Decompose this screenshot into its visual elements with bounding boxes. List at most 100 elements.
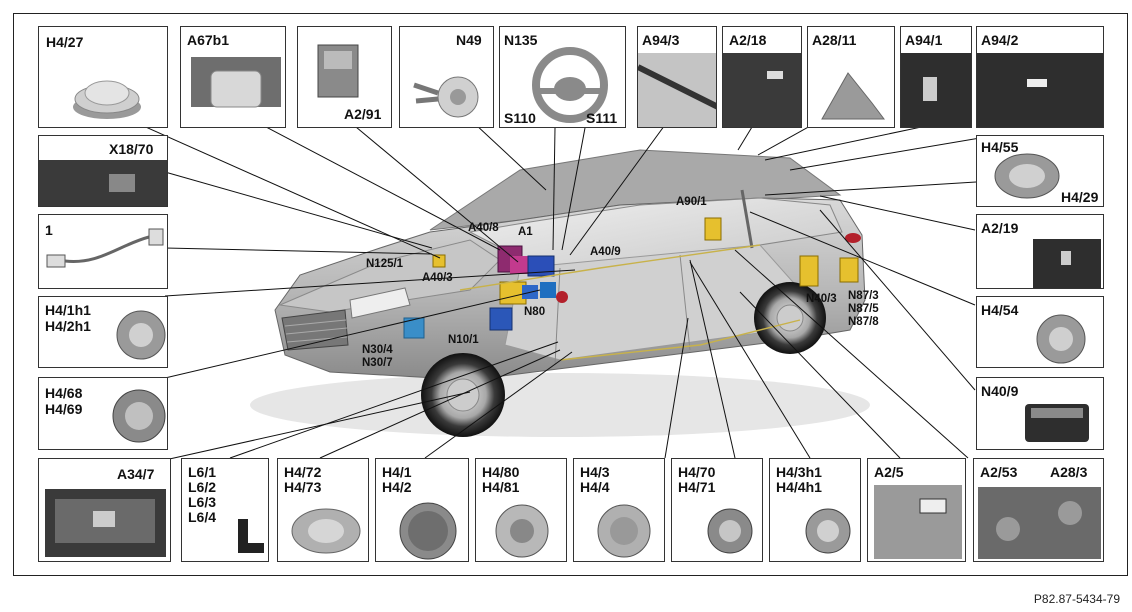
label-n10-1: N10/1 <box>448 334 479 346</box>
antenna-amplifier-icon <box>723 53 801 127</box>
box-label: H4/27 <box>46 34 84 50</box>
connector-icon <box>39 160 167 206</box>
box-a67b1: A67b1 <box>180 26 286 128</box>
box-label-n135: N135 <box>504 32 538 48</box>
trunk-floor-icon <box>978 487 1101 559</box>
steering-sensor-icon <box>413 76 479 118</box>
box-label: A2/18 <box>729 32 767 48</box>
tweeter-icon <box>707 508 753 554</box>
box-a28-11: A28/11 <box>807 26 895 128</box>
box-label: A2/19 <box>981 220 1019 236</box>
box-h4-1h1: H4/1h1 H4/2h1 <box>38 296 168 368</box>
box-h4-68: H4/68 H4/69 <box>38 377 168 450</box>
speaker-icon <box>994 153 1060 199</box>
box-label: A94/1 <box>905 32 943 48</box>
label-a1: A1 <box>518 226 533 238</box>
box-label: H4/3h1 H4/4h1 <box>776 464 822 495</box>
box-label: A2/91 <box>344 106 382 122</box>
reference-code: P82.87-5434-79 <box>1033 592 1120 606</box>
box-label-2: H4/29 <box>1061 189 1099 205</box>
label-n40-3: N40/3 <box>806 293 837 305</box>
amplifier-icon <box>1025 404 1089 442</box>
speaker-icon <box>291 508 361 554</box>
box-label-2: A28/3 <box>1050 464 1088 480</box>
box-label-2: H4/2h1 <box>45 318 91 334</box>
box-l6: L6/1 L6/2 L6/3 L6/4 <box>181 458 269 562</box>
roof-antenna-strip-icon <box>638 53 716 127</box>
box-h4-3h1: H4/3h1 H4/4h1 <box>769 458 861 562</box>
wheel-speed-sensor-icon <box>238 519 264 553</box>
tweeter-icon <box>116 310 166 360</box>
box-h4-70: H4/70 H4/71 <box>671 458 763 562</box>
tweeter-icon <box>805 508 851 554</box>
box-h4-1: H4/1 H4/2 <box>375 458 469 562</box>
module-photo-icon <box>1033 239 1101 288</box>
box-h4-54: H4/54 <box>976 296 1104 368</box>
box-label: A94/2 <box>981 32 1019 48</box>
label-n30: N30/4 N30/7 <box>362 344 393 369</box>
box-label: A34/7 <box>117 466 155 482</box>
box-label: H4/1 H4/2 <box>382 464 412 495</box>
box-a2-53: A2/53 A28/3 <box>973 458 1104 562</box>
box-a2-91: A2/91 <box>297 26 392 128</box>
box-label: A2/53 <box>980 464 1018 480</box>
box-label: H4/3 H4/4 <box>580 464 610 495</box>
box-label: A28/11 <box>812 32 857 48</box>
box-h4-3: H4/3 H4/4 <box>573 458 665 562</box>
box-n135: N135 S110 S111 <box>499 26 626 128</box>
box-label: H4/68 <box>45 385 83 401</box>
box-label: H4/70 H4/71 <box>678 464 716 495</box>
box-label: H4/55 <box>981 139 1019 155</box>
box-n49: N49 <box>399 26 494 128</box>
cable-icon <box>46 228 164 268</box>
speaker-icon <box>399 502 457 560</box>
box-label: N40/9 <box>981 383 1019 399</box>
box-h4-80: H4/80 H4/81 <box>475 458 567 562</box>
box-h4-72: H4/72 H4/73 <box>277 458 369 562</box>
box-label: H4/1h1 <box>45 302 91 318</box>
label-n87: N87/3 N87/5 N87/8 <box>848 290 879 328</box>
control-unit-icon <box>317 44 359 98</box>
speaker-icon <box>112 389 166 443</box>
label-a90-1: A90/1 <box>676 196 707 208</box>
box-label-s111: S111 <box>586 110 618 126</box>
box-label: N49 <box>456 32 482 48</box>
shark-fin-antenna-icon <box>821 72 885 120</box>
box-h4-55: H4/55 H4/29 <box>976 135 1104 207</box>
label-a40-9: A40/9 <box>590 246 621 258</box>
media-interface-icon <box>45 489 166 557</box>
box-h4-27: H4/27 <box>38 26 168 128</box>
box-label-2: H4/69 <box>45 401 83 417</box>
box-label: X18/70 <box>109 141 154 157</box>
label-n80: N80 <box>524 306 546 318</box>
box-n40-9: N40/9 <box>976 377 1104 450</box>
box-label-s110: S110 <box>504 110 536 126</box>
box-a34-7: A34/7 <box>38 458 171 562</box>
label-a40-8: A40/8 <box>468 222 499 234</box>
box-label: A2/5 <box>874 464 904 480</box>
speaker-icon <box>1036 314 1086 364</box>
box-a2-5: A2/5 <box>867 458 966 562</box>
box-label: H4/72 H4/73 <box>284 464 322 495</box>
box-label: A94/3 <box>642 32 680 48</box>
box-label: L6/1 L6/2 L6/3 L6/4 <box>188 464 217 525</box>
box-a2-18: A2/18 <box>722 26 802 128</box>
camera-module-icon <box>191 57 281 108</box>
box-x18-70: X18/70 <box>38 135 168 207</box>
label-n125-1: N125/1 <box>366 258 404 270</box>
box-label: H4/80 H4/81 <box>482 464 520 495</box>
speaker-icon <box>495 504 549 558</box>
box-1: 1 <box>38 214 168 289</box>
speaker-icon <box>73 80 141 119</box>
box-a94-1: A94/1 <box>900 26 972 128</box>
box-a94-3: A94/3 <box>637 26 717 128</box>
box-label: A67b1 <box>187 32 230 48</box>
antenna-module-icon <box>901 53 971 127</box>
box-a2-19: A2/19 <box>976 214 1104 289</box>
label-a40-3: A40/3 <box>422 272 453 284</box>
speaker-icon <box>597 504 651 558</box>
steering-wheel-icon <box>532 47 608 123</box>
box-a94-2: A94/2 <box>976 26 1104 128</box>
module-photo-icon <box>874 485 962 559</box>
